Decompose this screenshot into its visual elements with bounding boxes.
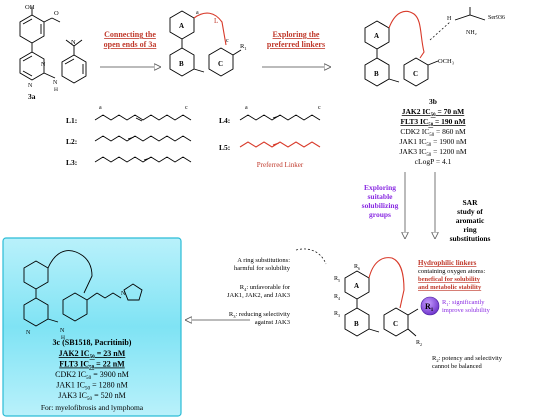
sar-r1: R1 [425, 302, 434, 313]
sar-r6: R6 [354, 264, 360, 271]
r4-note-1: R4: unfavorable for [240, 284, 291, 292]
pac-h-label: H [61, 335, 65, 341]
hydro-note-3: benefical for solubility [418, 276, 481, 283]
o-label-3a: O [54, 10, 59, 17]
r2-note-1: R2: potency and selectivity [432, 355, 503, 363]
hbond-line [429, 21, 451, 41]
pacritinib-line-2: CDK2 IC50 = 3900 nM [55, 370, 129, 381]
pos-a-label: a [196, 10, 199, 16]
linker-pos-c-2: c [318, 105, 321, 111]
ring-b-label: B [179, 60, 184, 68]
linker-l2-id: L2: [66, 137, 77, 146]
ring-c-label: C [218, 60, 223, 68]
n-label-3a-b: N [41, 62, 46, 68]
exploring-line2: suitable [367, 192, 393, 201]
compound-3b-line-1: FLT3 IC50 = 190 nM [400, 117, 465, 128]
linker-l5-id: L5: [219, 143, 230, 152]
compound-3b-structure [364, 7, 486, 87]
3b-ring-a: A [374, 32, 379, 40]
pacritinib-title: 3c (SB1518, Pacritinib) [53, 338, 132, 347]
h-label-3a: H [54, 87, 58, 93]
sar-r3: R3 [334, 311, 340, 318]
r1-note-1: R1: significantly [442, 299, 485, 307]
3b-ring-b: B [374, 70, 379, 78]
r1-note-2: improve solubility [442, 307, 491, 314]
sar-line4: ring [463, 225, 477, 234]
nh-label-3a: N [53, 80, 58, 86]
pos-c-label: c [226, 38, 229, 44]
sar-line2: study of [457, 207, 483, 216]
a-ring-note-1: A ring substitutions: [237, 257, 290, 264]
ser936-label: Ser936 [488, 15, 505, 21]
linker-list: a c a c L1: L2: L3: L4: L5: Preferred Li… [66, 105, 321, 169]
sar-line5: substitutions [450, 234, 491, 243]
sar-r2: R2 [416, 340, 422, 347]
a-ring-dotted-arc [295, 248, 327, 265]
pacritinib-line-0: JAK2 IC50 = 23 nM [59, 349, 126, 360]
r4-note-2: JAK1, JAK2, and JAK3 [227, 292, 290, 299]
sar-ring-b: B [354, 320, 359, 328]
compound-3a-label: 3a [28, 92, 36, 101]
nh2-label: NH₂ [466, 30, 477, 36]
pac-n-ring: N [26, 330, 31, 336]
hydro-note-2: containing oxygen atoms: [418, 268, 485, 275]
och3-label: OCH₃ [438, 58, 454, 65]
linker-pos-c: c [185, 105, 188, 111]
linker-l4-id: L4: [219, 116, 230, 125]
sar-r4: R4 [334, 294, 340, 301]
sar-r5: R5 [334, 276, 340, 283]
pac-n-pyrrolidine: N [121, 291, 126, 297]
sar-line3: aromatic [456, 216, 485, 225]
linker-l-label: L [214, 17, 218, 25]
compound-3b-line-0: JAK2 IC50 = 70 nM [402, 107, 464, 118]
r1-highlight-circle [420, 296, 440, 316]
a-ring-note-2: harmful for solubility [234, 265, 291, 272]
r2-note-2: cannot be balanced [432, 363, 483, 370]
linker-l3-id: L3: [66, 158, 77, 167]
oh-label: OH [25, 4, 35, 11]
linker-l1-id: L1: [66, 116, 77, 125]
ring-a-label: A [179, 22, 184, 30]
exploring-line4: groups [369, 210, 391, 219]
compound-3b-line-5: cLogP = 4.1 [415, 157, 452, 166]
pac-n-label: N [60, 328, 65, 334]
pacritinib-line-3: JAK1 IC50 = 1280 nM [56, 381, 127, 392]
3b-ring-c: C [413, 70, 418, 78]
h-label-3b: H [447, 16, 452, 22]
arrow2-line1: Exploring the [273, 30, 320, 39]
pacritinib-structure [23, 250, 143, 327]
sar-ring-a: A [354, 282, 359, 290]
linker-pos-a-2: a [245, 105, 248, 111]
r3-note-1: R3: reducing selectivity [229, 311, 291, 319]
exploring-line1: Exploring [364, 183, 396, 192]
compound-3b-label: 3b [429, 97, 437, 106]
pacritinib-line-1: FLT3 IC50 = 22 nM [59, 360, 125, 371]
sar-line1: SAR [462, 198, 478, 207]
arrow2-line2: preferred linkers [267, 40, 325, 49]
pacritinib-use: For: myelofibrosis and lymphoma [41, 403, 144, 412]
preferred-linker-caption: Preferred Linker [257, 161, 304, 169]
r3-note-2: against JAK3 [255, 319, 290, 326]
linker-pos-a: a [99, 105, 102, 111]
compound-3a-structure [19, 7, 87, 84]
sar-scaffold [344, 257, 419, 337]
n-label-3a: N [71, 39, 76, 46]
pacritinib-line-4: JAK3 IC50 = 520 nM [58, 391, 125, 402]
arrow1-line1: Connecting the [104, 30, 156, 39]
r1-label: R1 [240, 43, 247, 51]
hydro-note-4: and metabolic stability [418, 284, 482, 291]
exploring-line3: solubilizing [362, 201, 399, 210]
n-label-3a-c: N [28, 83, 33, 89]
compound-3b-line-4: JAK3 IC50 = 1200 nM [399, 147, 466, 158]
hydro-note-title: Hydrophilic linkers [418, 259, 477, 267]
arrow1-line2: open ends of 3a [104, 40, 157, 49]
sar-ring-c: C [393, 320, 398, 328]
compound-3b-line-2: CDK2 IC50 = 860 nM [400, 127, 466, 138]
compound-3b-line-3: JAK1 IC50 = 1900 nM [399, 137, 466, 148]
macrocycle-template [169, 10, 242, 77]
